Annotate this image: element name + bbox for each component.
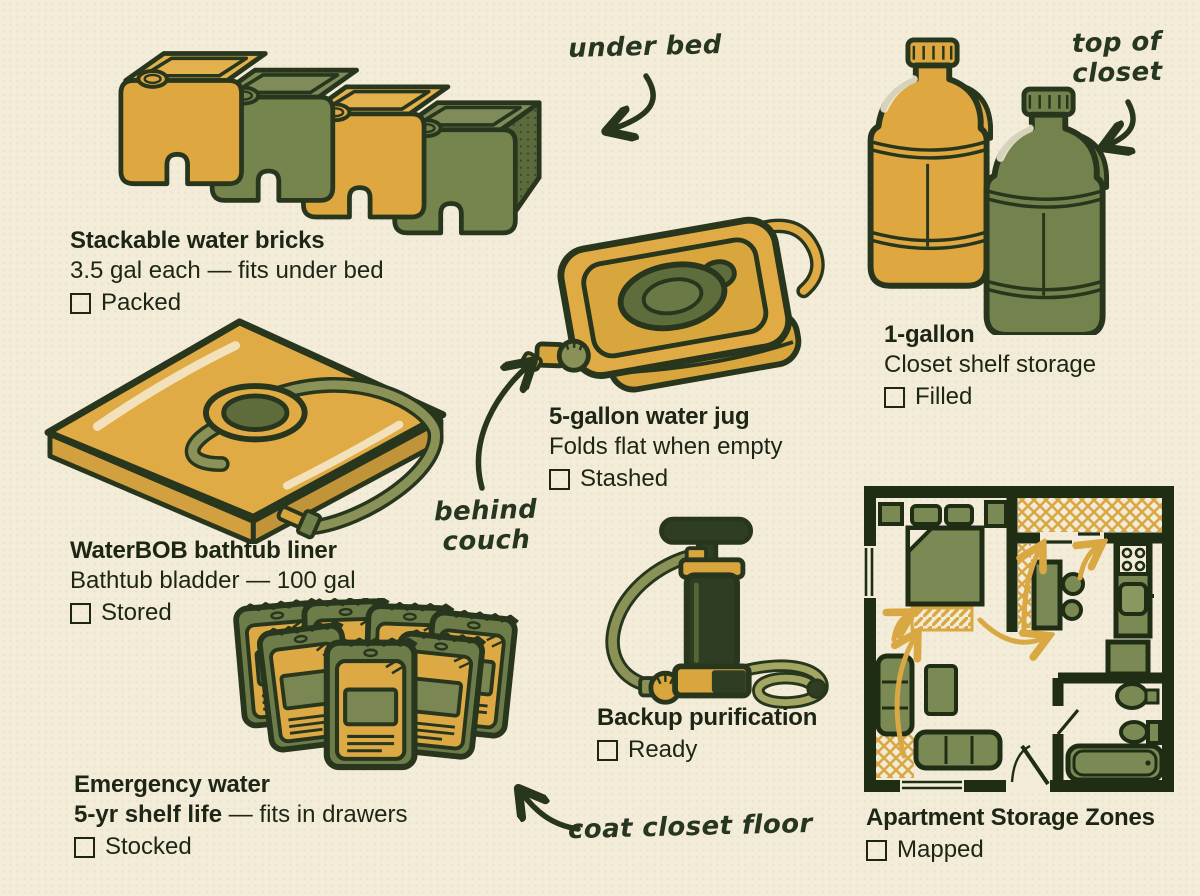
- jug5-label-block: 5-gallon water jug Folds flat when empty…: [549, 402, 782, 494]
- annotation-text: behind: [433, 494, 538, 528]
- annotation-behind-couch: behind couch: [425, 494, 547, 557]
- checkbox-label: Mapped: [897, 836, 984, 863]
- checkbox-stored[interactable]: [70, 602, 91, 624]
- item-subtitle: 5-yr shelf life — fits in drawers: [74, 800, 407, 830]
- item-title: Backup purification: [597, 704, 818, 731]
- annotation-text: top of: [1071, 26, 1162, 60]
- waterbob-label-block: WaterBOB bathtub liner Bathtub bladder —…: [70, 536, 356, 628]
- item-title: 1-gallon: [884, 321, 975, 348]
- checkbox-mapped[interactable]: [866, 839, 887, 861]
- checkbox-label: Filled: [915, 383, 973, 410]
- item-title: Apartment Storage Zones: [866, 804, 1155, 831]
- pouches-label-block: Emergency water 5-yr shelf life — fits i…: [74, 770, 407, 862]
- checkbox-label: Stashed: [580, 465, 669, 492]
- item-title: Stackable water bricks: [70, 227, 325, 254]
- item-title: 5-gallon water jug: [549, 403, 750, 430]
- annotation-under-bed: under bed: [560, 30, 731, 64]
- checkbox-label: Packed: [101, 289, 182, 316]
- item-title: Emergency water: [74, 771, 270, 798]
- checkbox-packed[interactable]: [70, 292, 91, 314]
- waterbob-illustration: [44, 318, 447, 544]
- annotation-text: under bed: [567, 29, 723, 65]
- item-subtitle: Closet shelf storage: [884, 351, 1097, 378]
- annotation-coat-closet: coat closet floor: [567, 808, 819, 846]
- checkbox-stashed[interactable]: [549, 468, 570, 490]
- annotation-text: couch: [442, 524, 531, 558]
- item-subtitle: Bathtub bladder — 100 gal: [70, 567, 356, 594]
- item-subtitle-bold: 5-yr shelf life: [74, 801, 223, 828]
- annotation-text: coat closet floor: [567, 808, 814, 846]
- floorplan-label-block: Apartment Storage Zones Mapped: [866, 803, 1155, 865]
- pump-label-block: Backup purification Ready: [597, 703, 817, 765]
- water-bricks-illustration: [118, 51, 542, 236]
- checkbox-label: Ready: [628, 736, 698, 763]
- item-subtitle: 3.5 gal each — fits under bed: [70, 257, 384, 284]
- floor-plan: [862, 486, 1174, 792]
- checkbox-stocked[interactable]: [74, 836, 95, 858]
- checkbox-filled[interactable]: [884, 386, 905, 408]
- item-title: WaterBOB bathtub liner: [70, 537, 337, 564]
- checkbox-label: Stored: [101, 599, 172, 626]
- annotation-text: closet: [1071, 56, 1163, 90]
- five-gallon-jug-illustration: [520, 216, 825, 393]
- item-subtitle: Folds flat when empty: [549, 433, 783, 460]
- gallon-jugs-illustration: [867, 37, 1110, 335]
- gallon-label-block: 1-gallon Closet shelf storage Filled: [884, 320, 1096, 412]
- pump-illustration: [605, 516, 829, 709]
- annotation-top-of-closet: top of closet: [1051, 26, 1183, 89]
- checkbox-label: Stocked: [105, 833, 192, 860]
- bricks-label-block: Stackable water bricks 3.5 gal each — fi…: [70, 226, 384, 318]
- water-pouches-illustration: [222, 598, 522, 798]
- item-subtitle-rest: — fits in drawers: [222, 801, 408, 828]
- checkbox-ready[interactable]: [597, 739, 618, 761]
